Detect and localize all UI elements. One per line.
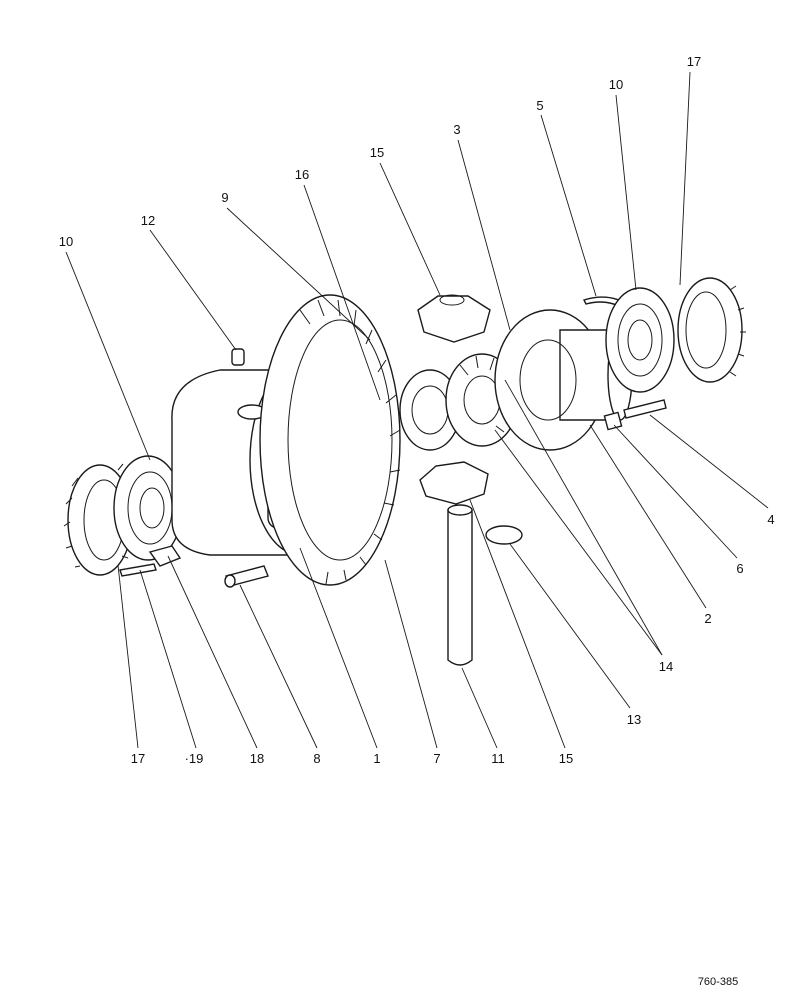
callout-15-top: 15 (370, 145, 384, 160)
callouts: 17 10 5 3 15 16 9 12 10 4 6 2 14 13 17 ·… (59, 54, 775, 766)
callout-4: 4 (767, 512, 774, 527)
callout-16: 16 (295, 167, 309, 182)
callout-18: 18 (250, 751, 264, 766)
crown-wheel (259, 294, 401, 586)
callout-9: 9 (221, 190, 228, 205)
screw-right (623, 399, 667, 419)
callout-6: 6 (736, 561, 743, 576)
lock-plate-right (603, 411, 623, 431)
callout-2: 2 (704, 611, 711, 626)
pinion-bottom (419, 461, 489, 505)
right-adjusting-ring (677, 277, 746, 383)
callout-7: 7 (433, 751, 440, 766)
callout-10-left: 10 (59, 234, 73, 249)
callout-1: 1 (373, 751, 380, 766)
callout-13: 13 (627, 712, 641, 727)
callout-19: ·19 (185, 751, 204, 766)
lock-block (231, 348, 245, 366)
callout-17-bottom: 17 (131, 751, 145, 766)
thrust-washer (485, 525, 523, 545)
callout-12: 12 (141, 213, 155, 228)
callout-14: 14 (659, 659, 673, 674)
drawing-reference: 760-385 (698, 976, 738, 988)
callout-17-top: 17 (687, 54, 701, 69)
pin (224, 565, 269, 588)
callout-3: 3 (453, 122, 460, 137)
pinion-top (417, 294, 491, 343)
callout-5: 5 (536, 98, 543, 113)
callout-10-top: 10 (609, 77, 623, 92)
callout-15-bottom: 15 (559, 751, 573, 766)
cross-shaft (447, 504, 473, 666)
callout-8: 8 (313, 751, 320, 766)
right-bearing (605, 287, 675, 393)
leader-lines (65, 71, 769, 749)
callout-11: 11 (491, 751, 505, 766)
lock-plate-left (119, 545, 182, 577)
